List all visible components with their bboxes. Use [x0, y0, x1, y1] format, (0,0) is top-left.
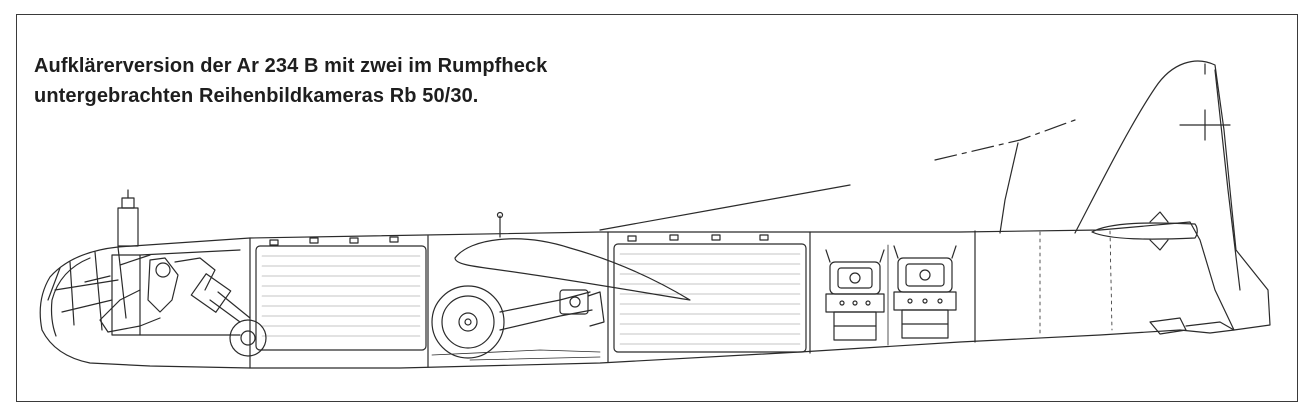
gear-bay-floor [432, 350, 600, 360]
horizontal-stabilizer [1092, 223, 1197, 239]
wing-root-line [1000, 143, 1018, 233]
reconnaissance-camera-1 [826, 250, 884, 340]
front-tank-hatching [262, 256, 420, 336]
rear-fuselage-panel-lines [1040, 231, 1112, 336]
rear-fuel-tank [614, 244, 806, 352]
wing-airfoil-section [455, 239, 690, 300]
front-tank-fittings [270, 237, 398, 245]
tail-fin [1075, 61, 1270, 330]
figure-caption: Aufklärerversion der Ar 234 B mit zwei i… [34, 51, 547, 111]
front-fuel-tank [256, 246, 426, 350]
caption-line-2: untergebrachten Reihenbildkameras Rb 50/… [34, 85, 479, 107]
wing-root-dashed-line [935, 120, 1075, 160]
cockpit-structure [112, 250, 240, 335]
nose-inner-contour [52, 258, 91, 336]
wing-upper-line [600, 185, 850, 230]
tail-skid-line [1186, 322, 1234, 330]
main-landing-wheel [432, 286, 504, 358]
reconnaissance-camera-2 [894, 246, 956, 338]
fin-rudder-hinge [1215, 70, 1240, 290]
rear-tank-fittings [628, 235, 768, 241]
stabilizer-hinge-mark [1150, 212, 1168, 250]
cockpit-glazing-frame [48, 247, 126, 330]
pilot-seat-assembly [85, 255, 215, 332]
rear-tank-hatching [620, 254, 800, 344]
periscope-mount [118, 190, 138, 246]
nose-landing-wheel [191, 274, 266, 356]
main-gear-strut [500, 290, 604, 330]
caption-line-1: Aufklärerversion der Ar 234 B mit zwei i… [34, 55, 548, 77]
spine-antenna-tip [498, 213, 503, 218]
tail-bumper [1150, 318, 1186, 334]
